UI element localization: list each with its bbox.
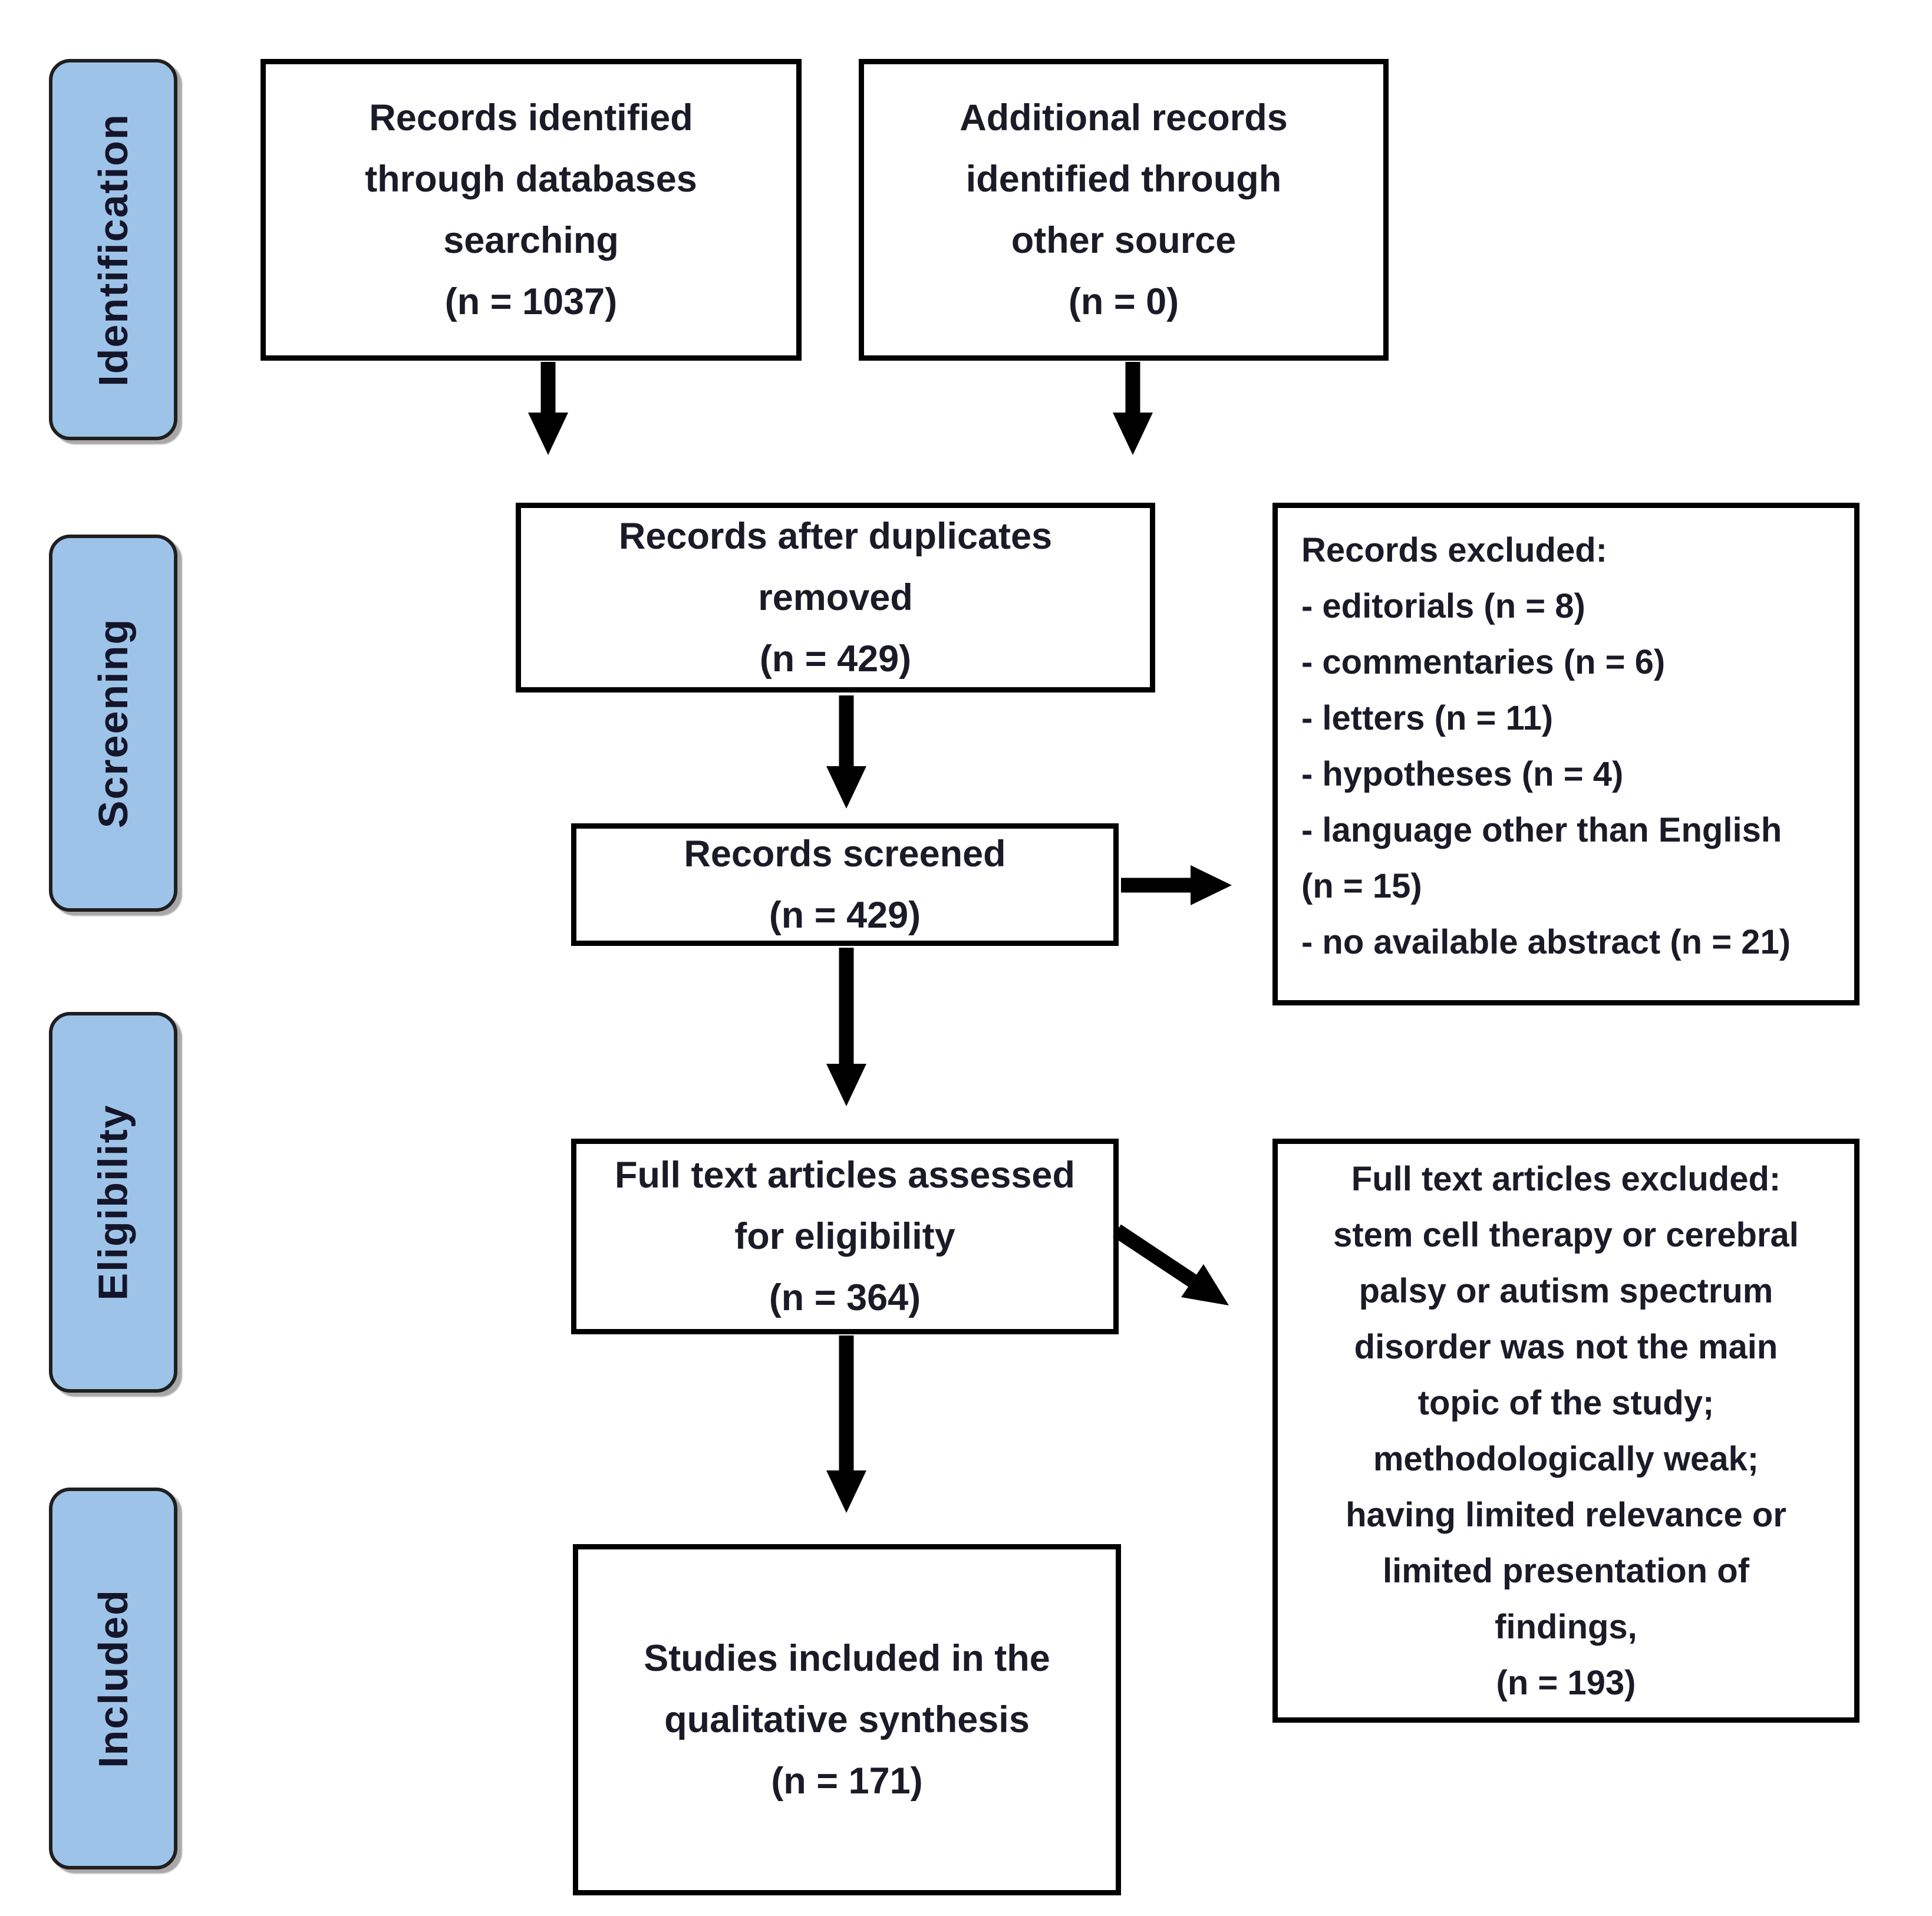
- node-text: Records excluded: - editorials (n = 8) -…: [1301, 531, 1791, 961]
- stage-label-screening: Screening: [49, 535, 177, 912]
- node-records-screened: Records screened (n = 429): [571, 823, 1119, 946]
- node-text: Records screened (n = 429): [684, 833, 1006, 936]
- stage-label-included: Included: [49, 1488, 177, 1869]
- arrow-duplicates-to-screened: [826, 695, 866, 809]
- node-text: Records after duplicates removed (n = 42…: [618, 516, 1053, 680]
- stage-label-text: Identification: [90, 113, 136, 387]
- stage-label-text: Eligibility: [90, 1104, 137, 1301]
- stage-label-identification: Identification: [49, 59, 177, 440]
- node-additional-records: Additional records identified through ot…: [859, 59, 1389, 361]
- stage-label-text: Included: [90, 1589, 137, 1768]
- arrow-screened-to-fulltext: [826, 948, 866, 1106]
- node-text: Records identified through databases sea…: [365, 97, 697, 322]
- arrow-identified-to-duplicates: [528, 362, 568, 455]
- node-studies-included: Studies included in the qualitative synt…: [573, 1544, 1121, 1895]
- arrow-screened-to-excluded: [1121, 865, 1232, 905]
- node-records-excluded: Records excluded: - editorials (n = 8) -…: [1272, 503, 1860, 1005]
- node-duplicates-removed: Records after duplicates removed (n = 42…: [516, 503, 1155, 692]
- node-fulltext-excluded: Full text articles excluded: stem cell t…: [1272, 1139, 1860, 1723]
- arrow-fulltext-to-excluded: [1113, 1224, 1229, 1305]
- node-text: Full text articles excluded: stem cell t…: [1333, 1159, 1799, 1702]
- node-text: Additional records identified through ot…: [960, 97, 1288, 322]
- node-fulltext-assessed: Full text articles assessed for eligibil…: [571, 1139, 1119, 1334]
- node-text: Full text articles assessed for eligibil…: [615, 1155, 1075, 1318]
- node-text: Studies included in the qualitative synt…: [644, 1638, 1050, 1802]
- stage-label-eligibility: Eligibility: [49, 1012, 177, 1393]
- stage-label-text: Screening: [90, 618, 137, 829]
- arrow-fulltext-to-included: [826, 1335, 866, 1513]
- node-records-identified: Records identified through databases sea…: [261, 59, 802, 361]
- arrow-additional-to-duplicates: [1113, 362, 1153, 455]
